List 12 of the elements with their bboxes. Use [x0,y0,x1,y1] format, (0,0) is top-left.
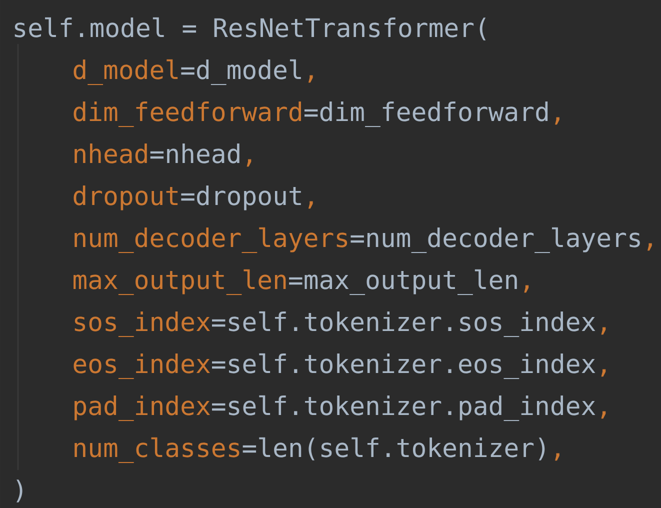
code-line: self.model = ResNetTransformer( [14,17,486,40]
code-line: d_model=d_model, [74,59,313,86]
code-line: eos_index=self.tokenizer.eos_index, [74,353,606,380]
code-line: sos_index=self.tokenizer.sos_index, [74,311,606,338]
code-line: pad_index=self.tokenizer.pad_index, [74,395,606,422]
code-line: dim_feedforward=dim_feedforward, [74,102,560,128]
code-line: num_decoder_layers=num_decoder_layers, [74,227,652,254]
code-line: nhead=nhead, [74,144,252,167]
code-line: num_classes=len(self.tokenizer), [74,437,560,464]
code-line: ) [16,480,22,502]
code-line: dropout=dropout, [74,186,313,210]
code-line: max_output_len=max_output_len, [74,269,529,296]
